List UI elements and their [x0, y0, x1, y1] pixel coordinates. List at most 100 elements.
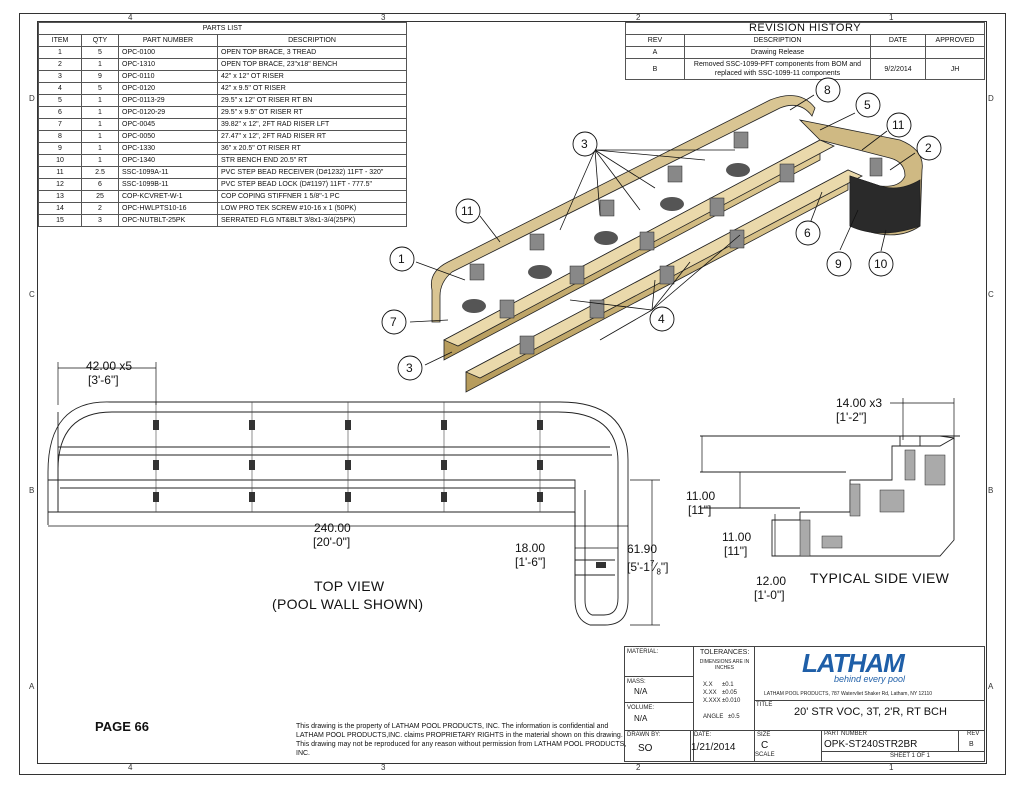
callout-number: 10: [874, 257, 888, 271]
callout-number: 6: [804, 226, 811, 240]
callout-number: 11: [461, 204, 474, 218]
zone-right-c: C: [988, 290, 994, 299]
tol-xx-value: ±0.05: [722, 690, 737, 696]
angle-value: ±0.5: [728, 714, 740, 720]
zone-left-a: A: [29, 682, 35, 691]
top-view-plan: [47, 401, 629, 626]
dim-overall-length: 240.00: [314, 521, 351, 535]
volume-value: N/A: [634, 714, 648, 723]
zone-left-d: D: [29, 94, 35, 103]
callout-number: 9: [835, 257, 842, 271]
dim-tread-width: 42.00 x5: [86, 359, 133, 373]
rev-label: REV: [967, 731, 980, 737]
top-view-sublabel: (POOL WALL SHOWN): [272, 596, 424, 612]
title-label: TITLE: [756, 702, 773, 708]
revision-history-table: REVISION HISTORY REV DESCRIPTION DATE AP…: [625, 22, 985, 80]
size-value: C: [761, 740, 769, 751]
dim-overall-length-ft: [20'-0"]: [313, 535, 351, 549]
callout-number: 2: [925, 141, 932, 155]
dim-rise-1-ft: [11"]: [688, 503, 712, 517]
divider: [624, 676, 694, 677]
callout-number: 5: [864, 98, 871, 112]
volume-label: VOLUME:: [627, 705, 655, 711]
parts-list-table: PARTS LIST ITEM QTY PART NUMBER DESCRIPT…: [38, 22, 407, 227]
material-label: MATERIAL:: [627, 649, 659, 655]
callout-number: 4: [658, 312, 665, 326]
dim-bench-depth-ft: [1'-6"]: [515, 555, 546, 569]
dim-bench-depth: 18.00: [515, 541, 546, 555]
parts-cell: 15: [38, 214, 82, 227]
dim-overall-depth-ft: [5'-17⁄8"]: [627, 559, 669, 577]
zone-bottom-3: 3: [381, 763, 386, 772]
dim-run-ft: [1'-2"]: [836, 410, 867, 424]
title-block: MATERIAL: MASS: N/A VOLUME: N/A TOLERANC…: [624, 646, 985, 762]
mass-value: N/A: [634, 687, 648, 696]
dim-rise-3-ft: [1'-0"]: [754, 588, 785, 602]
zone-left-c: C: [29, 290, 35, 299]
zone-top-3: 3: [381, 13, 386, 22]
side-view-dimensions: [701, 398, 955, 556]
company-tagline: behind every pool: [834, 674, 906, 684]
callout-number: 8: [824, 83, 831, 97]
dim-rise-2-ft: [11"]: [724, 544, 748, 558]
dim-rise-1: 11.00: [686, 489, 716, 503]
tolerances-note: DIMENSIONS ARE IN INCHES: [699, 659, 750, 671]
callout-number: 11: [892, 118, 905, 132]
zone-right-a: A: [988, 682, 994, 691]
side-view-label: TYPICAL SIDE VIEW: [810, 570, 950, 586]
zone-top-1: 1: [889, 13, 894, 22]
company-address: LATHAM POOL PRODUCTS, 787 Watervliet Sha…: [764, 691, 933, 697]
scale-cell: [821, 751, 985, 762]
zone-bottom-1: 1: [889, 763, 894, 772]
rev-row: B Removed SSC-1099-PFT components from B…: [625, 58, 985, 80]
isometric-assembly: [430, 95, 923, 393]
callout-number: 3: [581, 137, 588, 151]
callout-number: 1: [398, 252, 405, 266]
callout-number: 3: [406, 361, 413, 375]
dim-run: 14.00 x3: [836, 396, 883, 410]
tol-x-value: ±0.1: [722, 682, 734, 688]
tolerances-label: TOLERANCES:: [700, 649, 750, 656]
confidentiality-notice: This drawing is the property of LATHAM P…: [296, 723, 627, 757]
zone-top-2: 2: [636, 13, 641, 22]
part-number-value: OPK-ST240STR2BR: [824, 739, 918, 750]
rev-cell: Removed SSC-1099-PFT components from BOM…: [684, 58, 871, 80]
drawing-title: 20' STR VOC, 3T, 2'R, RT BCH: [794, 706, 947, 718]
callout-circles: [381, 77, 942, 381]
angle-label: ANGLE: [703, 714, 724, 720]
page-number: PAGE 66: [95, 719, 149, 734]
rev-value: B: [969, 741, 974, 748]
outer-border: [19, 13, 1006, 775]
part-number-label: PART NUMBER: [824, 731, 868, 737]
dim-rise-3: 12.00: [756, 574, 787, 588]
company-logo: LATHAM: [802, 648, 905, 678]
date-label: DATE:: [694, 732, 712, 738]
rev-cell: 9/2/2014: [870, 58, 926, 80]
drawn-by-value: SO: [638, 743, 653, 754]
zone-top-4: 4: [128, 13, 133, 22]
dim-overall-depth: 61.90: [627, 542, 658, 556]
zone-bottom-4: 4: [128, 763, 133, 772]
tol-xx: X.XX: [703, 690, 717, 696]
size-label: SIZE: [757, 732, 771, 738]
tol-xxx-value: ±0.010: [722, 698, 741, 704]
callout-number: 7: [390, 315, 397, 329]
zone-left-b: B: [29, 486, 35, 495]
zone-right-d: D: [988, 94, 994, 103]
tol-x: X.X: [703, 682, 713, 688]
divider: [624, 702, 694, 703]
divider: [690, 730, 691, 762]
parts-cell: OPC-NUTBLT-25PK: [118, 214, 218, 227]
mass-label: MASS:: [627, 679, 646, 685]
